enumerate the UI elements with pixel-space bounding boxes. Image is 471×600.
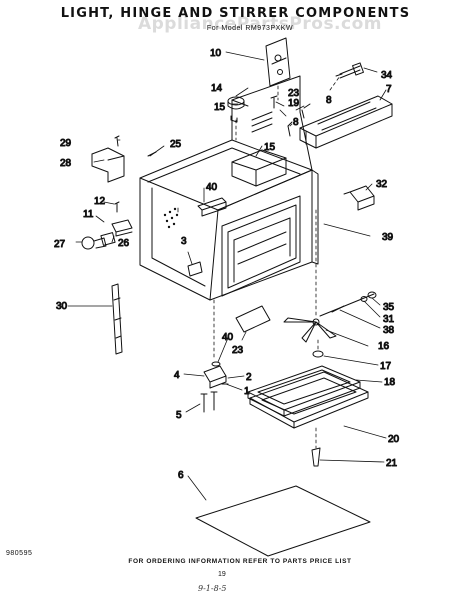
callout-29: 29 <box>60 138 72 149</box>
stirrer-shaft <box>319 291 377 317</box>
callout-2: 2 <box>246 372 252 383</box>
callout-19: 19 <box>288 98 300 109</box>
stirrer-cover-15 <box>231 149 287 187</box>
lamp-socket-13 <box>227 96 245 123</box>
callout-18: 18 <box>384 377 396 388</box>
callout-5: 5 <box>176 410 182 421</box>
ordering-note: FOR ORDERING INFORMATION REFER TO PARTS … <box>128 558 352 565</box>
callout-13: 14 <box>211 83 223 94</box>
bracket-40 <box>197 197 227 217</box>
base-plate-6 <box>195 485 371 557</box>
lamp-assembly <box>81 219 133 250</box>
screws <box>114 95 311 213</box>
callout-14: 15 <box>214 102 226 113</box>
callout-26: 26 <box>118 238 130 249</box>
callout-30: 30 <box>56 301 68 312</box>
page-number: 19 <box>218 571 226 578</box>
callout-7: 7 <box>386 84 392 95</box>
callout-33: 35 <box>383 302 395 313</box>
door-panel-20 <box>249 371 369 429</box>
leader-lines <box>67 51 387 501</box>
diagram-title: LIGHT, HINGE AND STIRRER COMPONENTS <box>60 6 411 21</box>
callout-8b: 8 <box>293 117 299 128</box>
callout-31: 31 <box>383 314 395 325</box>
callout-1: 1 <box>244 386 250 397</box>
callout-34: 34 <box>381 70 393 81</box>
bracket-3 <box>187 261 203 277</box>
plate-10 <box>265 37 291 87</box>
callout-17: 17 <box>380 361 392 372</box>
callout-4: 4 <box>174 370 180 381</box>
callout-39: 40 <box>222 332 234 343</box>
stirrer-blade-16 <box>283 317 337 358</box>
bracket-28 <box>91 147 125 183</box>
latch-strip-30 <box>111 283 123 355</box>
callout-11: 11 <box>83 209 94 220</box>
connector-34 <box>335 62 364 79</box>
callout-25: 25 <box>170 139 182 150</box>
oven-cavity <box>139 75 319 301</box>
callout-40: 40 <box>206 182 218 193</box>
callout-21: 21 <box>386 458 398 469</box>
plate-23 <box>235 305 271 333</box>
callout-22: 23 <box>288 88 300 99</box>
callout-27: 27 <box>54 239 66 250</box>
foot-21 <box>311 447 321 467</box>
callout-35: 38 <box>383 325 395 336</box>
model-subtitle: For Model RM973PXKW <box>206 25 294 32</box>
alignment-lines <box>213 75 341 449</box>
callout-16: 16 <box>378 341 390 352</box>
document-code: 980595 <box>6 550 33 557</box>
callout-28: 28 <box>60 158 72 169</box>
watermark: AppliancePartsPros.com <box>137 14 382 34</box>
light-cover-7 <box>299 95 393 149</box>
handwritten-annotation: 9-1-8-5 <box>198 584 227 593</box>
switch-32 <box>343 185 375 211</box>
callout-8a: 8 <box>326 95 332 106</box>
hinge-assembly <box>200 361 229 413</box>
callout-32: 32 <box>376 179 388 190</box>
callout-23: 23 <box>232 345 244 356</box>
callout-12: 12 <box>94 196 106 207</box>
callout-10: 10 <box>210 48 222 59</box>
callout-38: 39 <box>382 232 394 243</box>
callout-6: 6 <box>178 470 184 481</box>
callout-15: 15 <box>264 142 276 153</box>
callout-3: 3 <box>181 236 187 247</box>
callout-20: 20 <box>388 434 400 445</box>
callout-numbers: 10 14 15 23 19 8 8 34 7 25 29 28 15 40 3… <box>54 48 401 482</box>
